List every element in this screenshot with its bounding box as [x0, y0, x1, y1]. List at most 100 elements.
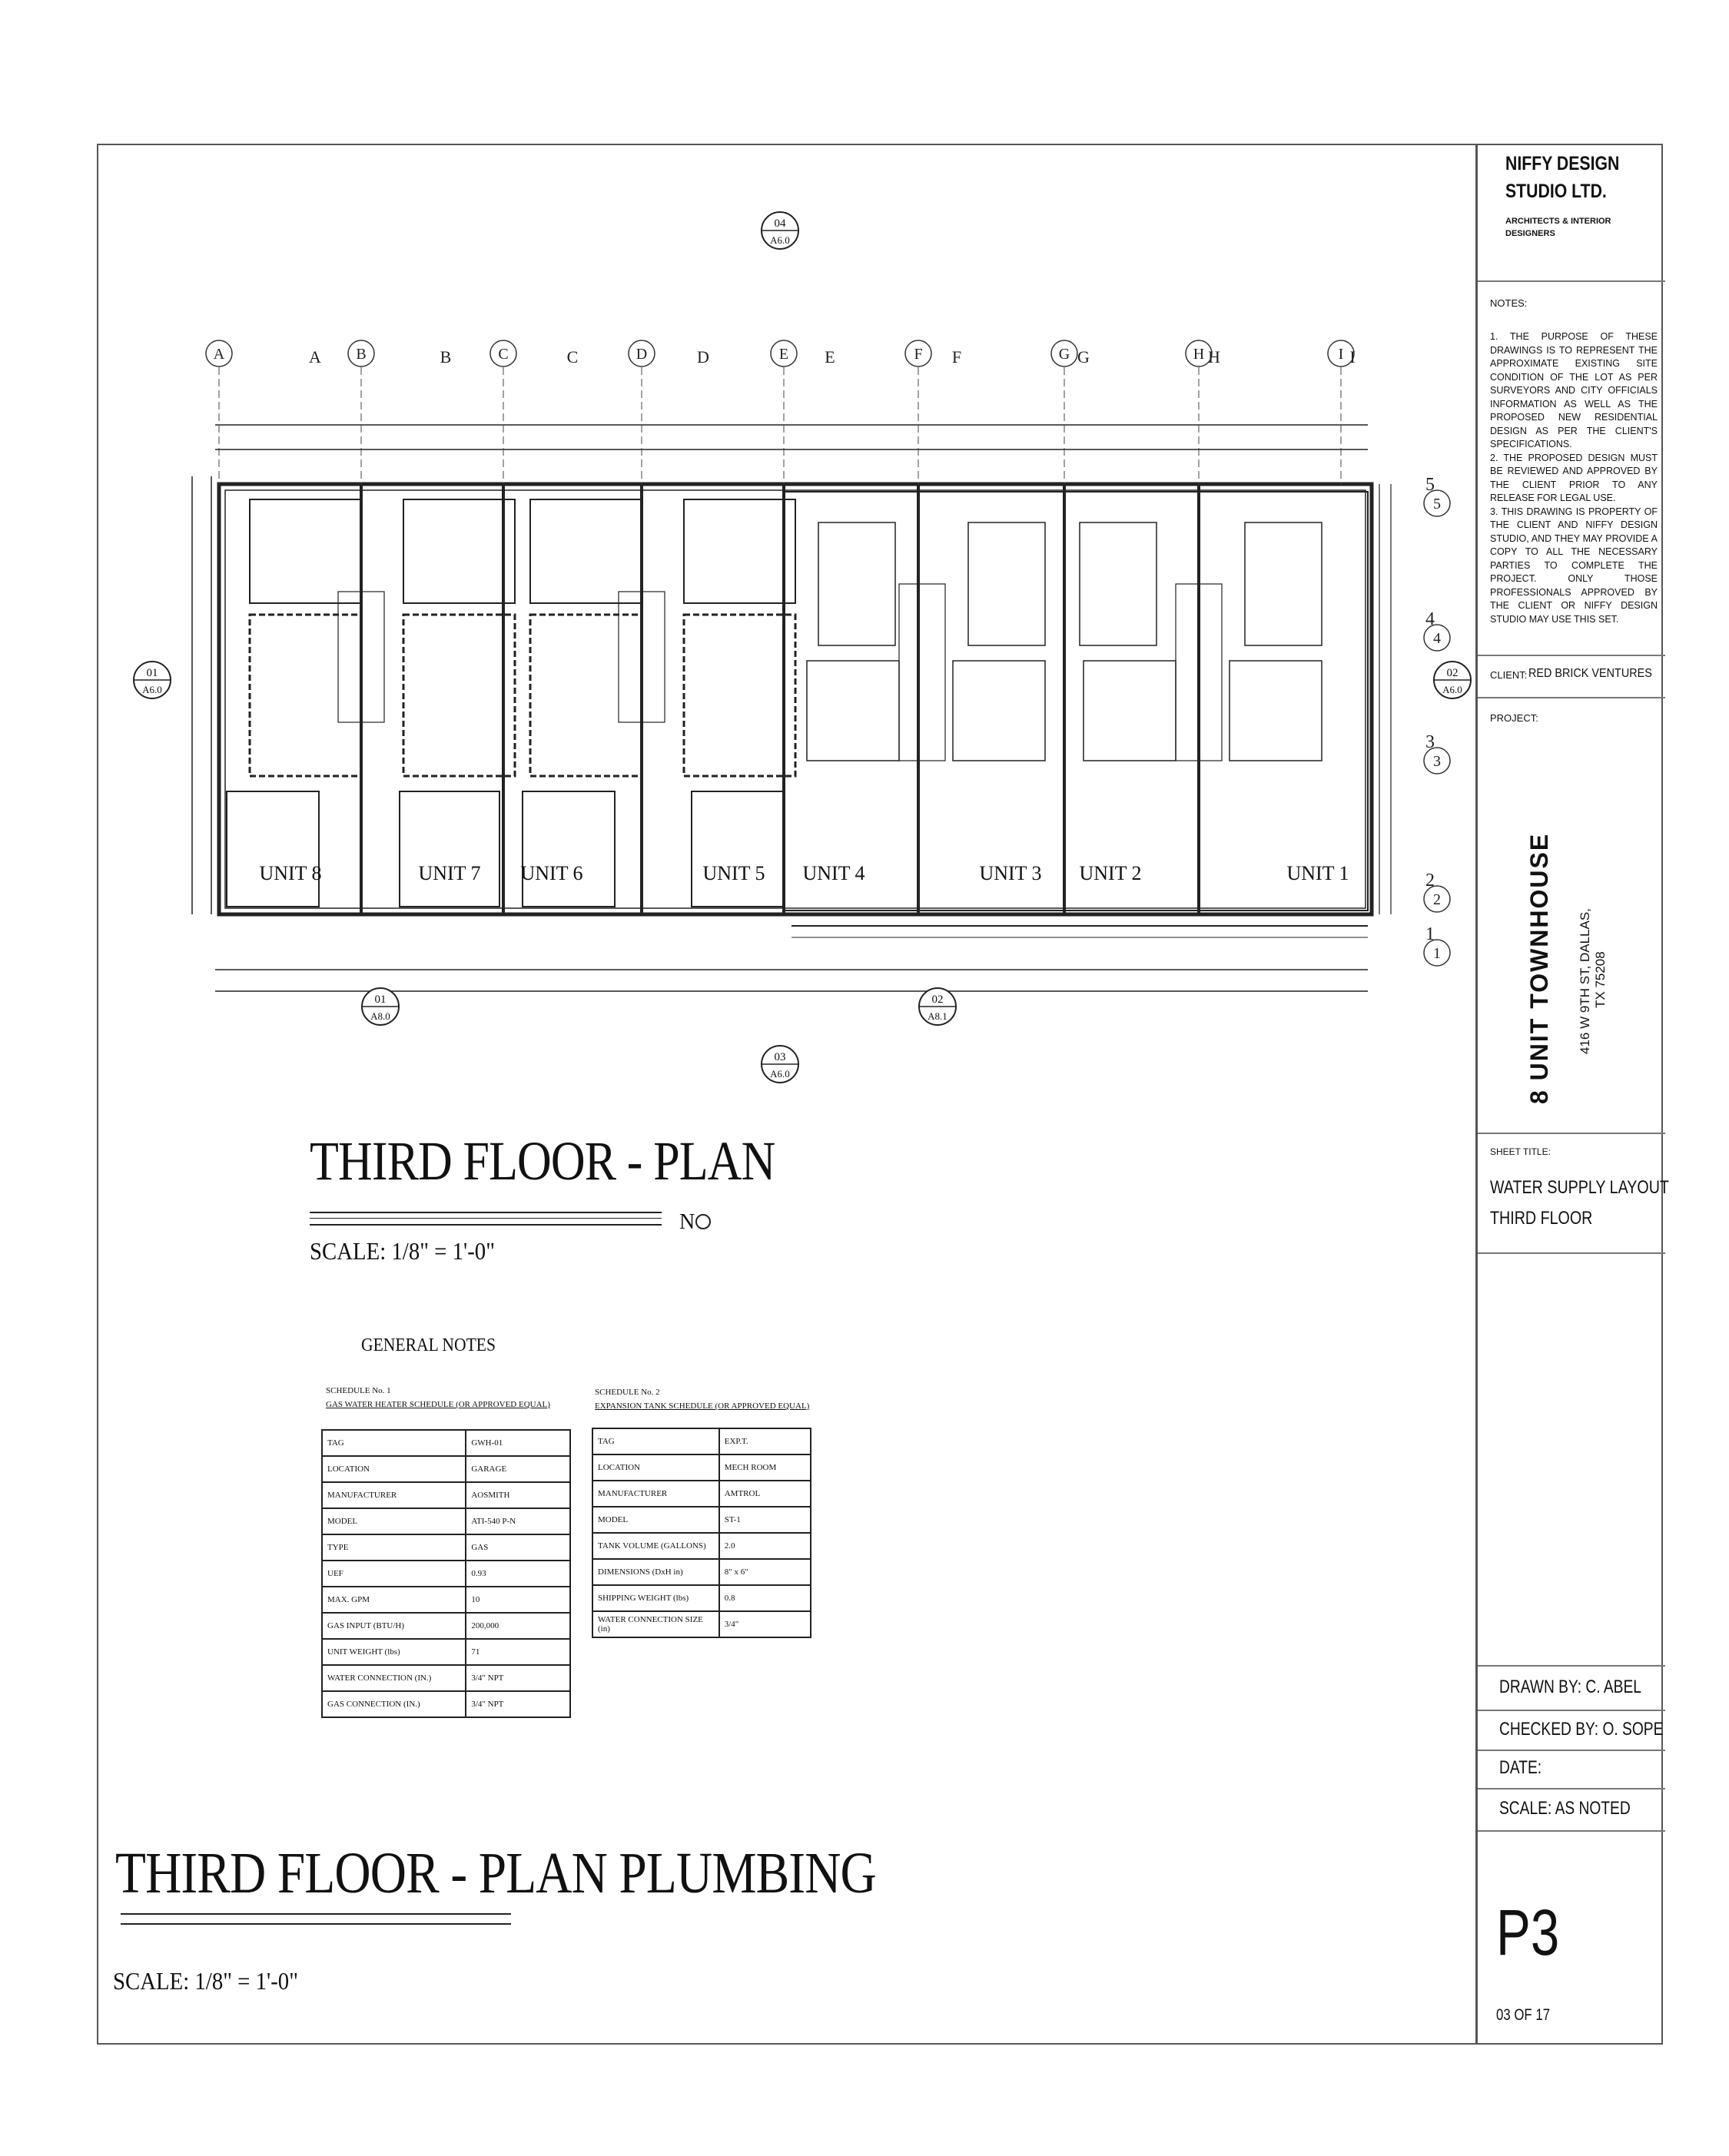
schedule-1-row: UNIT WEIGHT (lbs)71	[320, 1638, 571, 1666]
schedule-2-label-cell: TANK VOLUME (GALLONS)	[592, 1532, 720, 1560]
schedule-2-number: SCHEDULE No. 2	[595, 1388, 660, 1397]
grid-letter: B	[440, 347, 452, 367]
project-address-line1: 416 W 9TH ST, DALLAS,	[1578, 908, 1592, 1054]
schedule-2-label-cell: DIMENSIONS (DxH in)	[592, 1558, 720, 1586]
callout-top-number: 04	[775, 217, 787, 230]
schedule-1-value-cell: 3/4" NPT	[465, 1690, 571, 1718]
firm-name-line2: STUDIO LTD.	[1505, 181, 1607, 202]
grid-letter: E	[825, 347, 835, 367]
schedule-2-value-cell: EXP.T.	[718, 1428, 812, 1455]
grid-bubble	[205, 340, 233, 367]
schedule-2-value-cell: 3/4"	[718, 1610, 812, 1638]
grid-bubble	[489, 340, 517, 367]
divider	[1478, 1710, 1665, 1711]
sheet-title-label: SHEET TITLE:	[1490, 1146, 1551, 1157]
schedule-2-label-cell: MODEL	[592, 1506, 720, 1534]
callout-section-1-number: 01	[375, 993, 387, 1006]
unit-label: UNIT 6	[520, 862, 582, 884]
unit-label: UNIT 8	[259, 862, 321, 884]
schedule-1-value-cell: GWH-01	[465, 1429, 571, 1457]
drawing-title: THIRD FLOOR - PLAN	[310, 1130, 775, 1192]
schedule-2-value-cell: 2.0	[718, 1532, 812, 1560]
firm-name-line1: NIFFY DESIGN	[1505, 153, 1620, 174]
firm-tagline-line2: DESIGNERS	[1505, 229, 1555, 238]
scale-note: SCALE: AS NOTED	[1499, 1798, 1631, 1819]
grid-bubble	[347, 340, 375, 367]
grid-number: 4	[1425, 609, 1435, 629]
divider	[1478, 1750, 1665, 1751]
notes-heading: NOTES:	[1490, 297, 1528, 309]
schedule-2-title: EXPANSION TANK SCHEDULE (OR APPROVED EQU…	[595, 1401, 810, 1411]
callout-section-2-reference: A8.1	[928, 1010, 947, 1022]
client-label: CLIENT:	[1490, 669, 1528, 681]
notes-list: 1. THE PURPOSE OF THESE DRAWINGS IS TO R…	[1490, 330, 1658, 626]
schedule-2-label-cell: SHIPPING WEIGHT (lbs)	[592, 1584, 720, 1612]
grid-bubble	[1423, 939, 1451, 967]
schedule-1-value-cell: GARAGE	[465, 1455, 571, 1483]
callout-left-number: 01	[147, 667, 158, 679]
sheet-number: P3	[1496, 1896, 1560, 1969]
grid-bubble	[1423, 489, 1451, 517]
schedule-1-row: WATER CONNECTION (IN.)3/4" NPT	[320, 1664, 571, 1692]
schedule-1-value-cell: GAS	[465, 1534, 571, 1561]
client-value: RED BRICK VENTURES	[1528, 667, 1652, 680]
divider	[1478, 1788, 1665, 1789]
divider	[1478, 655, 1665, 656]
grid-bubble-label: A	[214, 346, 225, 363]
project-name: 8 UNIT TOWNHOUSE	[1525, 832, 1553, 1104]
grid-letter: F	[952, 347, 961, 367]
title-block: NIFFY DESIGN STUDIO LTD. ARCHITECTS & IN…	[1475, 144, 1669, 2045]
callout-bottom-number: 03	[775, 1051, 786, 1063]
drawing-title-underline-2	[310, 1224, 662, 1226]
north-arrow-icon	[695, 1214, 711, 1229]
schedule-2-row: DIMENSIONS (DxH in)8" x 6"	[592, 1558, 812, 1586]
schedule-1-value-cell: 3/4" NPT	[465, 1664, 571, 1692]
divider	[1478, 1252, 1665, 1254]
schedule-2-row: TANK VOLUME (GALLONS)2.0	[592, 1532, 812, 1560]
schedule-1-value-cell: 10	[465, 1586, 571, 1614]
grid-bubble	[904, 340, 932, 367]
callout-left-reference: A6.0	[142, 684, 162, 695]
callout-section-2-number: 02	[932, 993, 944, 1006]
grid-bubble-label: 2	[1433, 891, 1441, 908]
schedule-2-value-cell: 0.8	[718, 1584, 812, 1612]
schedule-2-label-cell: LOCATION	[592, 1454, 720, 1481]
grid-bubble-label: I	[1339, 346, 1344, 363]
unit-label: UNIT 3	[979, 862, 1041, 884]
north-arrow-label: N	[679, 1210, 695, 1234]
schedule-1-title: GAS WATER HEATER SCHEDULE (OR APPROVED E…	[326, 1400, 550, 1409]
firm-tagline-line1: ARCHITECTS & INTERIOR	[1505, 217, 1611, 226]
grid-letter: D	[697, 347, 709, 367]
grid-bubble-label: 5	[1433, 496, 1441, 512]
schedule-1-value-cell: 200,000	[465, 1612, 571, 1640]
unit-label: UNIT 7	[418, 862, 480, 884]
grid-bubble	[1050, 340, 1078, 367]
grid-bubble	[770, 340, 798, 367]
schedule-1-label-cell: WATER CONNECTION (IN.)	[320, 1664, 467, 1692]
schedule-1-number: SCHEDULE No. 1	[326, 1386, 391, 1395]
schedule-1-row: GAS INPUT (BTU/H)200,000	[320, 1612, 571, 1640]
schedule-1-label-cell: MANUFACTURER	[320, 1481, 467, 1509]
callout-right-reference: A6.0	[1442, 684, 1462, 695]
sheet-title-line2: THIRD FLOOR	[1490, 1208, 1593, 1229]
schedule-2-value-cell: MECH ROOM	[718, 1454, 812, 1481]
grid-bubble	[1423, 624, 1451, 652]
schedule-2-value-cell: AMTROL	[718, 1480, 812, 1508]
grid-number: 2	[1425, 871, 1435, 891]
unit-label: UNIT 4	[802, 862, 864, 884]
grid-bubble-label: 1	[1433, 945, 1441, 962]
grid-bubble	[1423, 885, 1451, 913]
grid-bubble	[1423, 747, 1451, 775]
grid-number: 3	[1425, 732, 1435, 752]
schedule-2-row: WATER CONNECTION SIZE (in)3/4"	[592, 1610, 812, 1638]
grid-bubble-label: H	[1193, 346, 1204, 363]
drawing-title-underline	[310, 1212, 662, 1219]
grid-letter: G	[1077, 347, 1090, 367]
